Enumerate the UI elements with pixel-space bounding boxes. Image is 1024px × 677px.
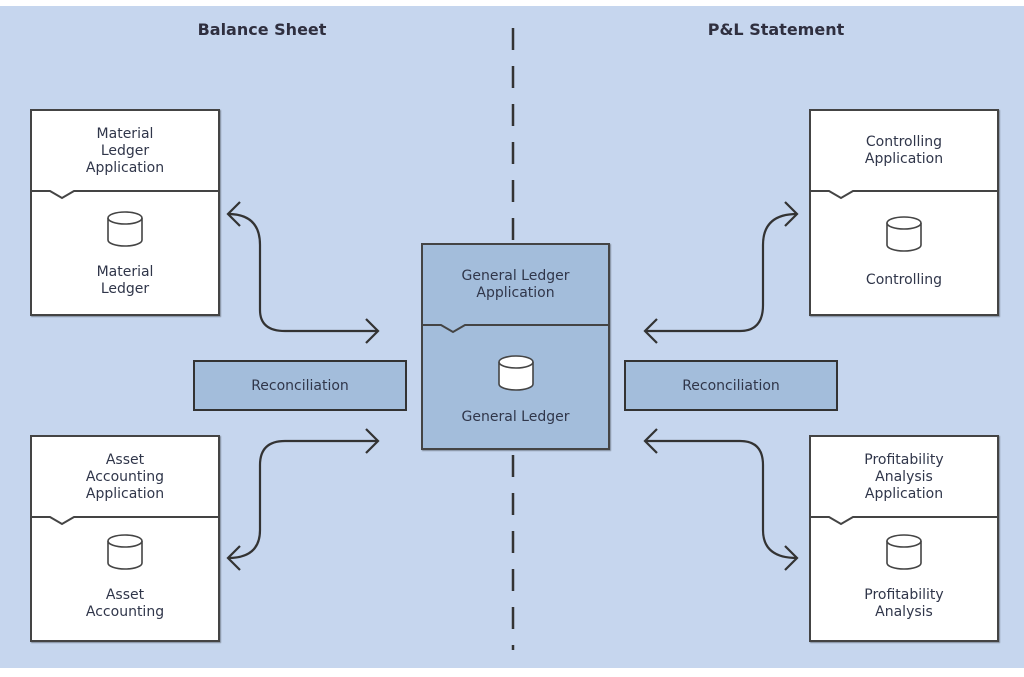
node-asset-accounting[interactable]: Asset Accounting Application Asset Accou… [30, 435, 220, 642]
profitability-analysis-database-label: Profitability Analysis [864, 587, 944, 620]
separator-notch [811, 516, 997, 526]
separator-notch [811, 190, 997, 200]
profitability-analysis-application-label: Profitability Analysis Application [864, 451, 944, 502]
node-controlling[interactable]: Controlling Application Controlling [809, 109, 999, 316]
reconciliation-left[interactable]: Reconciliation [193, 360, 407, 411]
general-ledger-application-label: General Ledger Application [461, 268, 570, 301]
node-general-ledger[interactable]: General Ledger Application General Ledge… [421, 243, 610, 450]
asset-accounting-application-label: Asset Accounting Application [85, 451, 165, 502]
heading-pl-statement: P&L Statement [707, 20, 845, 39]
reconciliation-right[interactable]: Reconciliation [624, 360, 838, 411]
separator-notch [32, 190, 218, 200]
asset-accounting-database-label: Asset Accounting [85, 587, 165, 620]
database-icon [497, 355, 534, 391]
general-ledger-database-label: General Ledger [461, 409, 570, 425]
separator-notch [32, 516, 218, 526]
separator-notch [423, 324, 608, 334]
node-profitability-analysis[interactable]: Profitability Analysis Application Profi… [809, 435, 999, 642]
controlling-application-label: Controlling Application [864, 134, 944, 167]
node-material-ledger[interactable]: Material Ledger Application Material Led… [30, 109, 220, 316]
material-ledger-application-label: Material Ledger Application [85, 125, 165, 176]
database-icon [107, 534, 143, 570]
database-icon [107, 211, 143, 247]
heading-balance-sheet: Balance Sheet [197, 20, 327, 39]
controlling-database-label: Controlling [865, 272, 943, 288]
material-ledger-database-label: Material Ledger [96, 264, 154, 297]
database-icon [886, 216, 922, 252]
database-icon [886, 534, 922, 570]
